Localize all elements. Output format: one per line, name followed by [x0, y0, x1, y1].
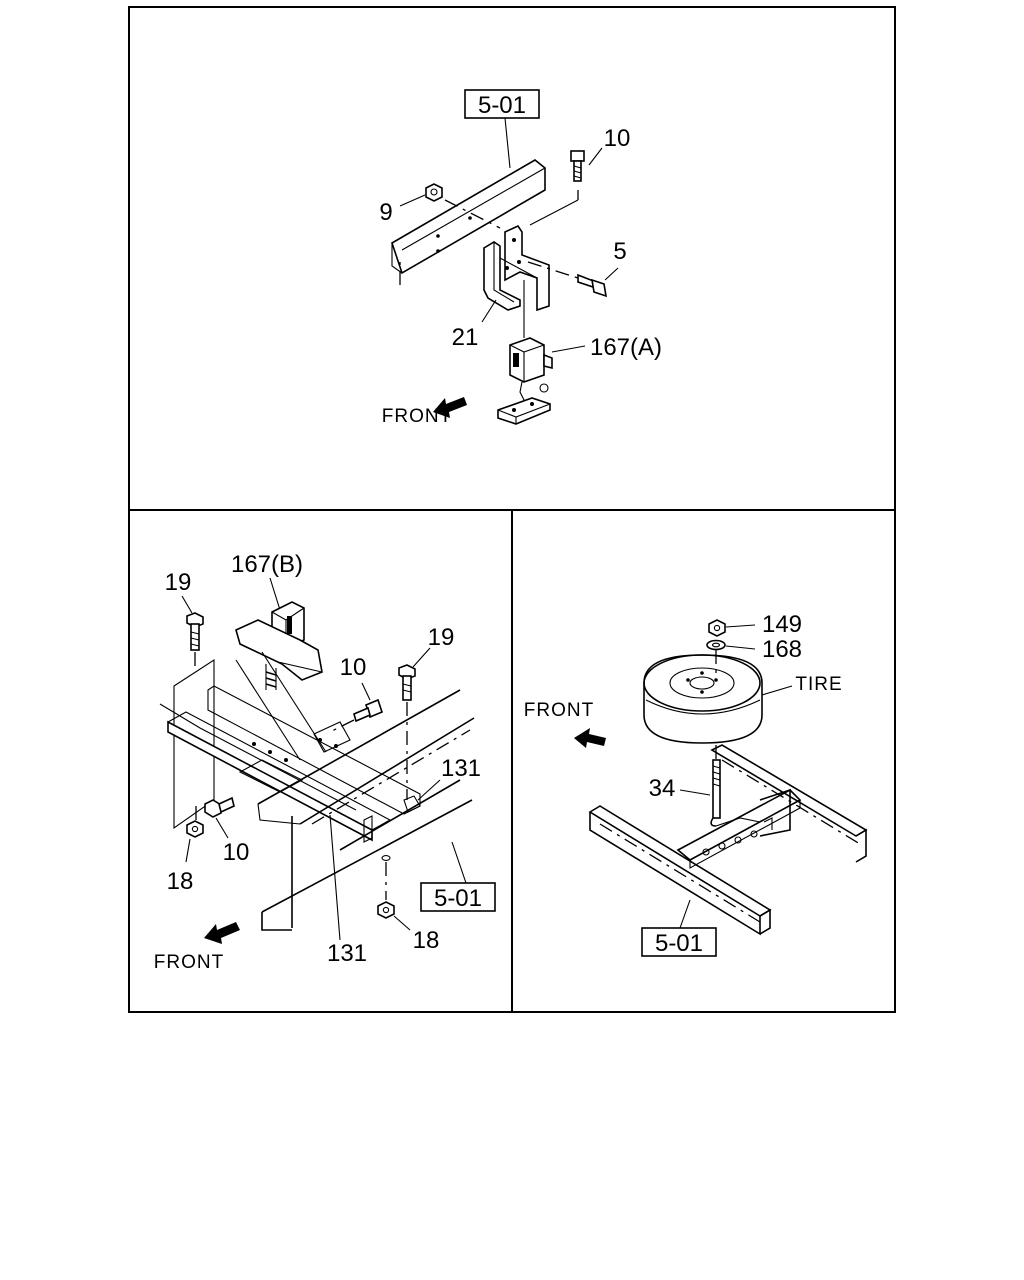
- front-label-top: FRONT: [382, 406, 452, 427]
- front-arrow-bl: [204, 922, 240, 944]
- label-149-br: 149: [762, 611, 802, 638]
- label-10-bottom-bl: 10: [223, 839, 250, 866]
- spare-tire-br: [643, 650, 793, 744]
- label-18-bottom-bl: 18: [413, 927, 440, 954]
- hook-bolt-34-br: [679, 745, 721, 827]
- frame-rail-bl: [159, 658, 475, 931]
- part-167a-top: [497, 280, 586, 425]
- label-167a-top: 167(A): [590, 334, 662, 361]
- front-label-bl: FRONT: [154, 952, 224, 973]
- label-168-br: 168: [762, 636, 802, 663]
- nut-9-top: [399, 183, 501, 229]
- ref-box-br-label: 5-01: [655, 930, 703, 957]
- frame-rail-top: [391, 159, 546, 285]
- front-label-br: FRONT: [524, 700, 594, 721]
- ref-box-bl-label: 5-01: [434, 885, 482, 912]
- panel-top: 5-01 10 9: [379, 89, 662, 427]
- label-10-top: 10: [604, 125, 631, 152]
- label-19-left-bl: 19: [165, 569, 192, 596]
- ref-box-top: 5-01: [464, 89, 540, 169]
- part-167b-bl: [235, 601, 327, 761]
- label-5-top: 5: [613, 238, 626, 265]
- label-9-top: 9: [379, 199, 392, 226]
- ref-box-bl: 5-01: [420, 841, 496, 912]
- label-21-top: 21: [452, 324, 479, 351]
- label-10-top-bl: 10: [340, 654, 367, 681]
- panel-bottom-right: 149 168 TIRE FRONT: [524, 611, 868, 957]
- front-arrow-top: [433, 397, 467, 418]
- nut-18-left-bl: [185, 800, 204, 863]
- bolt-10-top-bl: [329, 698, 383, 733]
- bolt-19-left-bl: [186, 612, 204, 668]
- label-131-right-bl: 131: [441, 755, 481, 782]
- bracket-21-top: [481, 224, 550, 323]
- front-arrow-br: [574, 728, 606, 748]
- nut-18-bottom-bl: [377, 901, 411, 931]
- label-131-bottom-bl: 131: [327, 940, 367, 967]
- label-tire-br: TIRE: [795, 674, 842, 695]
- ref-box-br: 5-01: [641, 899, 717, 957]
- bolt-5-top: [527, 261, 619, 298]
- ref-box-top-label: 5-01: [478, 92, 526, 119]
- label-19-right-bl: 19: [428, 624, 455, 651]
- bolt-10-bottom-bl: [204, 796, 235, 839]
- bolt-10-top: [529, 147, 603, 226]
- bolt-19-right-bl: [398, 664, 416, 800]
- label-34-br: 34: [649, 775, 676, 802]
- label-167b-bl: 167(B): [231, 551, 303, 578]
- washer-168-br: [706, 639, 756, 651]
- label-18-left-bl: 18: [167, 868, 194, 895]
- diagram-frame: [128, 6, 896, 1013]
- panel-bottom-left: 167(B) 19 19: [154, 551, 496, 973]
- nut-149-br: [708, 619, 756, 637]
- frame-rails-br: [588, 744, 868, 936]
